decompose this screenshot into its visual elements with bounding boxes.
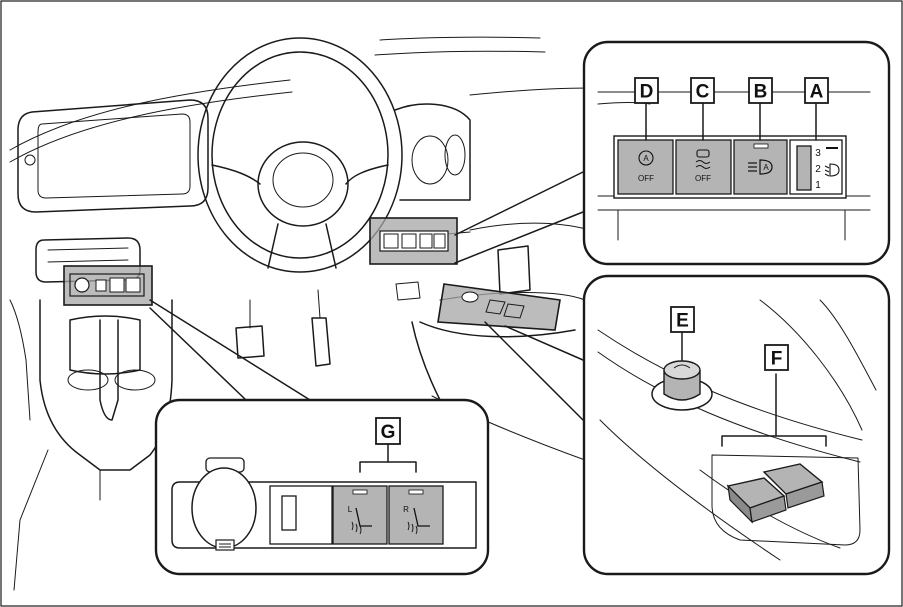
- svg-text:D: D: [640, 82, 654, 103]
- dashboard-line-art: [9, 36, 591, 591]
- svg-text:F: F: [771, 349, 783, 370]
- automatic-high-beam-icon: A: [748, 159, 773, 175]
- seat-heater-left-indicator: [352, 489, 368, 495]
- indicator-light-b: [753, 143, 769, 149]
- seat-heater-left-switch[interactable]: [332, 485, 388, 545]
- leader-lines: [149, 171, 584, 421]
- svg-text:E: E: [676, 311, 689, 332]
- svg-text:C: C: [696, 82, 710, 103]
- power-outlet-icon: [191, 457, 257, 551]
- switch-c-off-text: OFF: [695, 174, 711, 183]
- svg-text:A: A: [810, 82, 824, 103]
- seat-heater-icon: L R: [348, 505, 430, 535]
- svg-text:A: A: [763, 163, 769, 172]
- panel-ef: E F: [582, 274, 891, 576]
- highlight-zone-g: [63, 265, 153, 306]
- panel-abcd: A OFF OFF A 3 2 1: [582, 40, 891, 266]
- svg-text:B: B: [754, 82, 768, 103]
- panel-g: L R G: [154, 398, 490, 576]
- seat-heater-left-text: L: [348, 505, 353, 514]
- label-a: A: [804, 77, 829, 104]
- svg-text:A: A: [643, 154, 649, 163]
- seat-heater-right-switch[interactable]: [388, 485, 444, 545]
- vsc-off-icon: [695, 149, 711, 169]
- label-e: E: [670, 306, 695, 333]
- dial-number-3: 3: [815, 148, 821, 159]
- switch-d[interactable]: [617, 139, 674, 195]
- headlight-leveling-dial-icon: 3 2 1: [815, 147, 840, 191]
- highlight-zone-ef: [437, 283, 561, 331]
- dial-number-2: 2: [815, 164, 821, 175]
- highlight-zone-abcd: [369, 217, 458, 265]
- leveling-dial[interactable]: [796, 145, 812, 191]
- label-g: G: [375, 417, 401, 445]
- seat-heater-right-indicator: [408, 489, 424, 495]
- vehicle-stop-start-off-icon: A: [638, 150, 654, 166]
- label-c: C: [690, 77, 715, 104]
- mirror-selector-switch-icon[interactable]: [726, 463, 825, 524]
- label-b: B: [748, 77, 773, 104]
- switch-d-off-text: OFF: [638, 174, 654, 183]
- svg-text:G: G: [381, 422, 396, 443]
- usb-port-icon: [281, 495, 297, 531]
- seat-heater-right-text: R: [403, 505, 409, 514]
- label-d: D: [634, 77, 659, 104]
- label-f: F: [764, 344, 789, 371]
- dial-number-1: 1: [815, 180, 821, 191]
- mirror-adjust-knob-icon[interactable]: [651, 360, 713, 411]
